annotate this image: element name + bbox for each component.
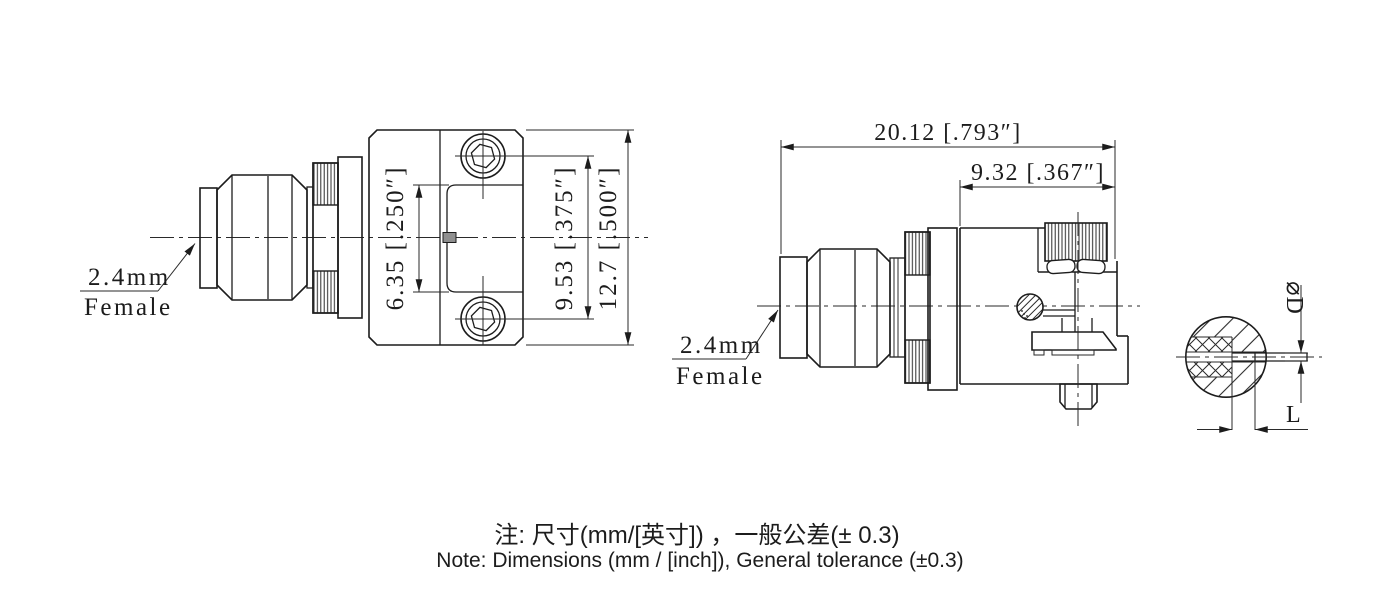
front-view-coupling-nut [312, 156, 363, 319]
front-connector-type-label: 2.4mm [88, 264, 171, 291]
dim-pin-diameter-text: ⌀D [1281, 281, 1307, 315]
leader-arrow [745, 309, 779, 360]
dim-flange-height: 12.7 [.500″] [526, 129, 634, 346]
side-connector-gender-label: Female [676, 363, 765, 390]
front-view-leader: 2.4mm Female [80, 243, 196, 321]
side-view-coupling-nut [904, 227, 958, 391]
dim-hole-spacing-text: 9.53 [.375″] [551, 166, 578, 311]
front-connector-gender-label: Female [84, 294, 173, 321]
center-contact-pin [442, 232, 457, 243]
spacer-plate [927, 227, 958, 391]
mounting-screw-bottom [460, 276, 506, 345]
mounting-screw-top [460, 131, 506, 199]
dim-pin-diameter: ⌀D [1281, 281, 1308, 403]
leader-arrow [157, 243, 196, 292]
knurl-band-bottom [312, 270, 339, 314]
clamp-lobe-right [1076, 258, 1106, 275]
knurl-band-top [904, 231, 931, 276]
detail-view: ⌀D L [1176, 281, 1322, 433]
knurl-band-bottom [904, 339, 931, 384]
note-line-en: Note: Dimensions (mm / [inch]), General … [436, 549, 963, 572]
clamp-lobe-left [1046, 258, 1076, 275]
side-connector-type-label: 2.4mm [680, 332, 763, 359]
dim-pin-length: L [1197, 337, 1308, 433]
side-view-leader: 2.4mm Female [672, 309, 779, 390]
dim-hole-spacing: 9.53 [.375″] [455, 155, 594, 320]
dim-cavity-width-text: 6.35 [.250″] [382, 166, 409, 311]
mounting-bolt [1059, 383, 1098, 410]
side-view-clamp-assembly [1031, 318, 1117, 410]
dim-pin-length-text: L [1286, 402, 1302, 428]
flange-cavity [446, 184, 523, 293]
braid-crosshatch-bottom [1185, 362, 1232, 377]
dim-overall-length: 20.12 [.793″] [780, 120, 1116, 259]
side-view: 2.4mm Female 20.12 [.793″] 9.32 [.367″] [672, 120, 1140, 428]
dim-flange-height-text: 12.7 [.500″] [595, 166, 622, 311]
front-view: 2.4mm Female [80, 129, 648, 346]
side-view-barrel [779, 248, 906, 368]
notes: 注: 尺寸(mm/[英寸]) ，一般公差(± 0.3) Note: Dimens… [436, 522, 963, 572]
side-view-set-screw [1016, 293, 1075, 321]
note-line-zh: 注: 尺寸(mm/[英寸]) ，一般公差(± 0.3) [494, 522, 899, 549]
dim-cavity-width: 6.35 [.250″] [382, 166, 449, 311]
thumbscrew-knurl [1044, 222, 1108, 262]
knurl-band-top [312, 162, 339, 206]
side-view-thumbscrew [1044, 222, 1108, 275]
dim-overall-length-text: 20.12 [.793″] [874, 120, 1021, 146]
dim-body-length: 9.32 [.367″] [959, 160, 1115, 226]
dim-body-length-text: 9.32 [.367″] [971, 160, 1105, 186]
spacer-plate [337, 156, 363, 319]
side-view-body-block [959, 227, 1129, 385]
braid-crosshatch-top [1185, 337, 1232, 352]
